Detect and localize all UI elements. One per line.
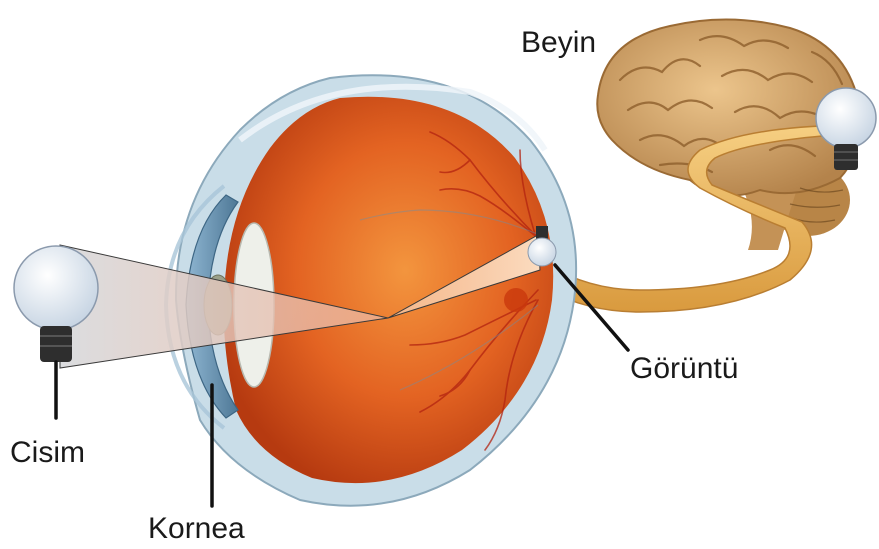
label-cornea: Kornea bbox=[148, 512, 245, 545]
label-brain: Beyin bbox=[521, 26, 596, 59]
label-image: Görüntü bbox=[630, 352, 738, 385]
label-object: Cisim bbox=[10, 436, 85, 469]
